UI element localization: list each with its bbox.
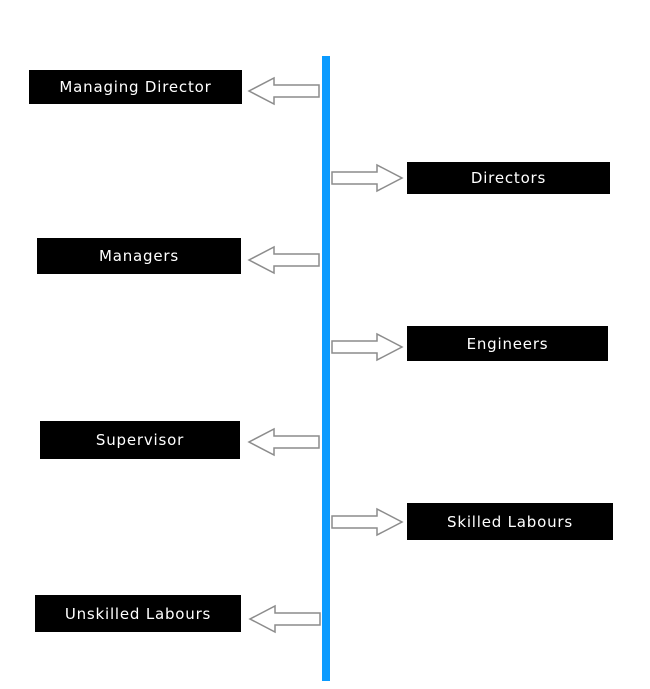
left-arrow-icon: [247, 76, 320, 106]
level-label: Directors: [470, 169, 547, 187]
level-box-skilled-labours: Skilled Labours: [407, 503, 613, 540]
level-label: Engineers: [466, 334, 549, 353]
level-label: Managing Director: [59, 78, 212, 96]
level-box-unskilled-labours: Unskilled Labours: [35, 595, 241, 632]
level-box-directors: Directors: [407, 162, 610, 194]
left-arrow-icon: [247, 245, 320, 275]
level-box-managing-director: Managing Director: [29, 70, 242, 104]
level-label: Skilled Labours: [447, 512, 573, 531]
right-arrow-icon: [331, 507, 404, 537]
level-label: Managers: [99, 247, 179, 265]
right-arrow-icon: [331, 163, 404, 193]
right-arrow-icon: [331, 332, 404, 362]
level-box-supervisor: Supervisor: [40, 421, 240, 459]
left-arrow-icon: [248, 604, 321, 634]
level-label: Unskilled Labours: [64, 604, 212, 623]
left-arrow-icon: [247, 427, 320, 457]
level-box-engineers: Engineers: [407, 326, 608, 361]
level-box-managers: Managers: [37, 238, 241, 274]
vertical-axis: [322, 56, 330, 681]
level-label: Supervisor: [95, 431, 185, 449]
